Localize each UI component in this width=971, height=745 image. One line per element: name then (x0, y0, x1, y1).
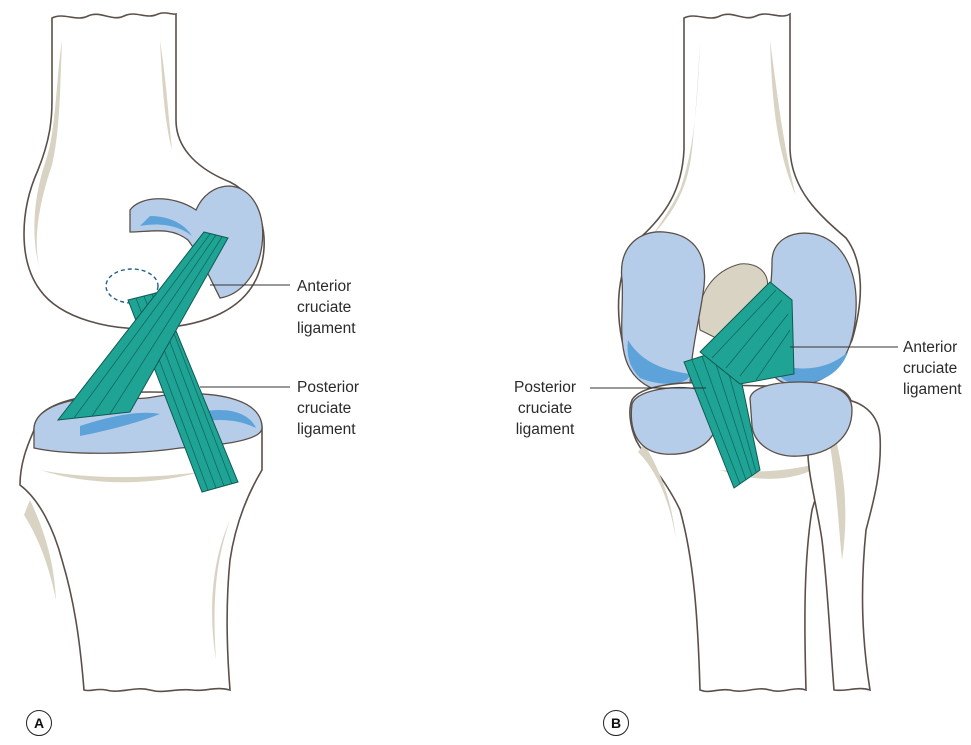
label-anterior-cruciate-a: Anterior cruciate ligament (297, 276, 356, 339)
panel-b-illustration (590, 14, 898, 691)
label-line: cruciate (297, 398, 359, 419)
label-line: cruciate (503, 398, 587, 419)
label-line: cruciate (903, 358, 962, 379)
panel-letter-b: B (603, 710, 629, 736)
panel-a-illustration (20, 13, 290, 692)
label-line: ligament (297, 419, 359, 440)
label-line: cruciate (297, 297, 356, 318)
label-posterior-cruciate-a: Posterior cruciate ligament (297, 377, 359, 440)
label-line: ligament (503, 419, 587, 440)
label-line: ligament (297, 318, 356, 339)
panel-letter-a: A (26, 710, 52, 736)
label-line: ligament (903, 379, 962, 400)
label-line: Posterior (503, 377, 587, 398)
label-anterior-cruciate-b: Anterior cruciate ligament (903, 337, 962, 400)
label-line: Anterior (903, 337, 962, 358)
label-line: Anterior (297, 276, 356, 297)
label-posterior-cruciate-b: Posterior cruciate ligament (503, 377, 587, 440)
label-line: Posterior (297, 377, 359, 398)
